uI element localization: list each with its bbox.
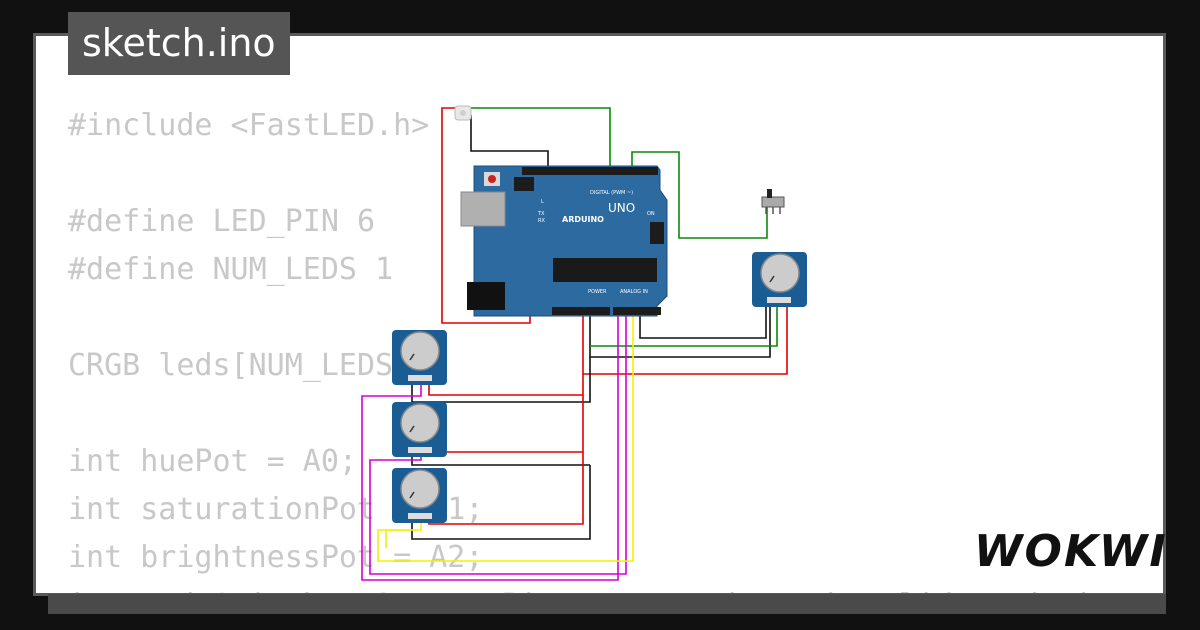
board-power-label: POWER [588,289,607,295]
wire-led-gnd [470,115,549,172]
wire-pot-right-vcc [582,303,788,375]
wokwi-logo: WOKWI [974,526,1168,577]
wire-pot-right-gnd [589,303,771,358]
wire-pot2-gnd [411,455,590,466]
potentiometer-1[interactable] [392,330,447,385]
wire-led-vcc [441,107,531,324]
wire-switch-signal [631,151,768,239]
wire-pot2-sig [369,305,627,575]
card-shadow [48,594,1166,614]
code-line-11: int modeSwitch = 2; // Pin connected to … [68,582,1098,593]
filename-tab[interactable]: sketch.ino [68,12,290,75]
code-line-4: #define NUM_LEDS 1 [68,252,394,287]
code-line-1: #include <FastLED.h> [68,108,430,143]
wire-pot-right-sig [590,303,778,347]
wire-pot1-sig [361,305,619,581]
board-rx-label: RX [538,218,545,224]
code-line-6: CRGB leds[NUM_LEDS]; [68,348,430,383]
wire-pot2-vcc [428,451,583,455]
wire-pot3-vcc [428,374,584,525]
wire-pot1-vcc [428,382,583,396]
potentiometer-right[interactable] [752,252,807,307]
preview-card: #include <FastLED.h> #define LED_PIN 6 #… [33,33,1166,596]
wire-pot3-ret [385,529,412,548]
code-line-10: int brightnessPot = A2; [68,540,484,575]
board-model-label: UNO [608,201,635,215]
board-on-label: ON [647,211,655,217]
slide-switch[interactable] [761,189,785,214]
board-l-label: L [541,199,544,205]
board-analog-label: ANALOG IN [620,289,648,295]
potentiometer-2[interactable] [392,402,447,457]
code-line-3: #define LED_PIN 6 [68,204,376,239]
wire-analog-a3 [639,303,767,339]
wire-pot3-sig [377,305,634,562]
code-line-8: int huePot = A0; [68,444,357,479]
wire-led-data [466,107,611,172]
board-tx-label: TX [537,211,545,217]
potentiometer-3[interactable] [392,468,447,523]
board-brand-label: ARDUINO [562,215,604,224]
board-digital-label: DIGITAL (PWM ~) [590,190,633,196]
arduino-uno-board[interactable]: DIGITAL (PWM ~) ARDUINO UNO ON L TX RX P… [460,165,668,317]
rgb-led[interactable] [454,105,472,121]
wire-pot1-gnd [411,357,591,403]
